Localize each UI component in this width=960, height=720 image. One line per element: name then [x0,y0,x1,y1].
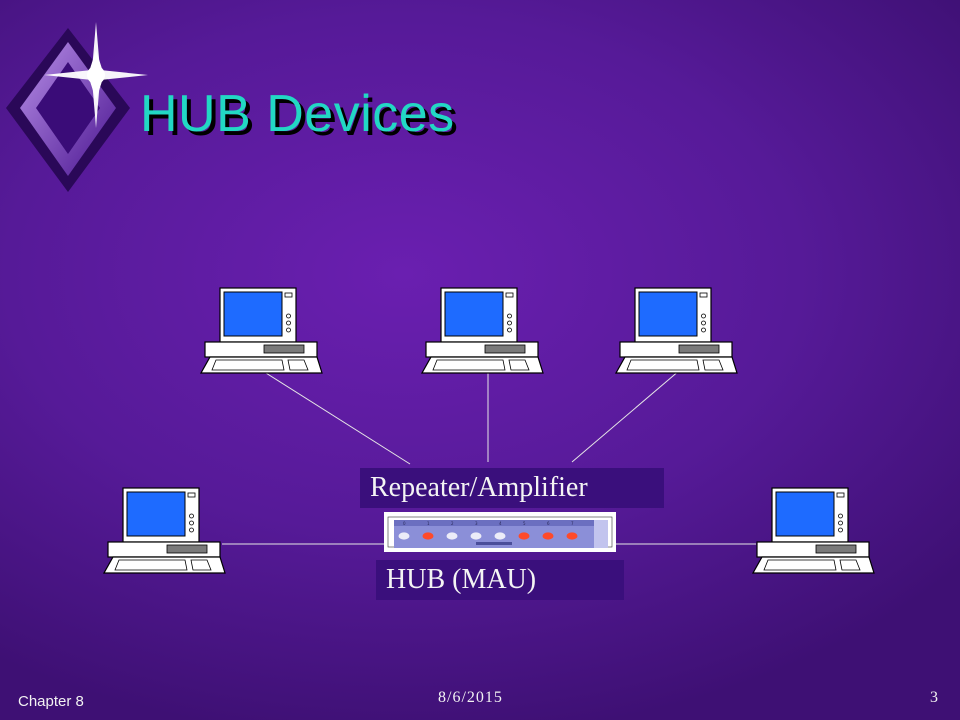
hub-mau-label: HUB (MAU) [376,560,624,600]
svg-text:6: 6 [547,521,550,526]
footer-chapter: Chapter 8 [18,693,84,710]
computer-top-right [615,287,739,375]
svg-text:0: 0 [403,521,406,526]
star-diamond-logo-icon [6,22,148,192]
repeater-amplifier-label: Repeater/Amplifier [360,468,664,508]
svg-text:4: 4 [499,521,502,526]
svg-text:2: 2 [451,521,454,526]
svg-text:7: 7 [571,521,574,526]
computer-bottom-left [103,487,227,575]
computer-top-center [421,287,545,375]
hub-device-icon: 0 1 2 3 4 5 6 7 [384,512,616,552]
svg-text:5: 5 [523,521,526,526]
slide-title: HUB Devices [140,85,455,143]
computer-bottom-right [752,487,876,575]
link-top-left [257,367,411,465]
computer-top-left [200,287,324,375]
svg-text:3: 3 [475,521,478,526]
footer-page-number: 3 [930,689,938,706]
footer-date: 8/6/2015 [438,689,503,706]
link-top-right [571,369,681,463]
svg-text:1: 1 [427,521,430,526]
